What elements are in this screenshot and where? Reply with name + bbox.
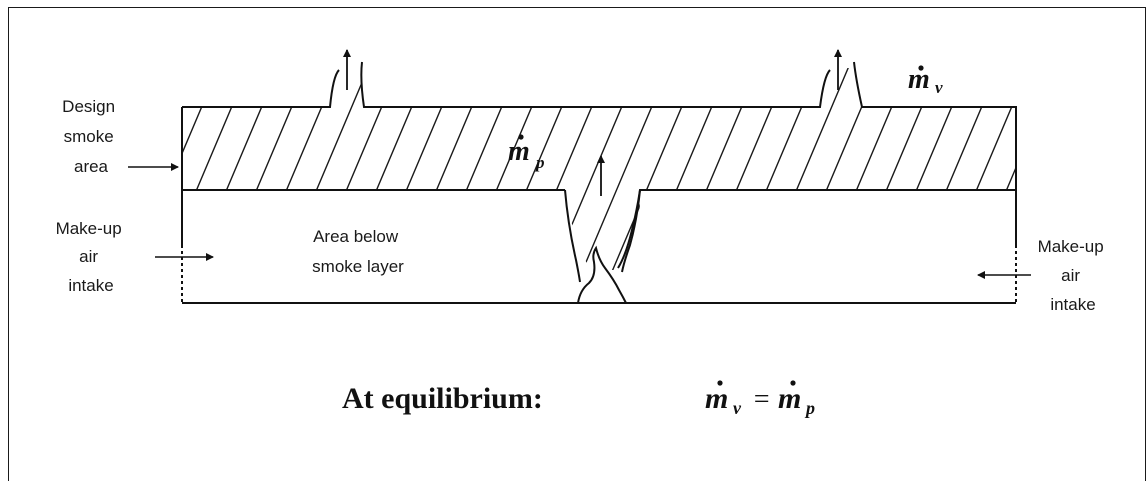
hatch-line bbox=[1080, 40, 1148, 300]
hatch-line bbox=[1050, 40, 1148, 300]
flame-icon bbox=[577, 245, 627, 304]
smoke-layer-outline bbox=[181, 61, 1017, 269]
hatch-line bbox=[629, 68, 741, 270]
hatch-line bbox=[419, 68, 531, 270]
hatch-line bbox=[689, 68, 801, 270]
svg-text:p: p bbox=[534, 153, 545, 172]
equation-formula: m v = m p bbox=[705, 380, 815, 418]
hatch-line bbox=[779, 68, 891, 270]
mdot-v-symbol: m v bbox=[908, 64, 943, 97]
hatch-line bbox=[1020, 40, 1130, 300]
figure-frame bbox=[8, 7, 1146, 481]
svg-text:v: v bbox=[935, 78, 943, 97]
smoke-layer-hatching bbox=[182, 40, 1148, 300]
svg-text:m: m bbox=[778, 382, 801, 415]
design-smoke-area-label: Design smoke area bbox=[62, 97, 120, 176]
hatch-line bbox=[1110, 40, 1148, 300]
hatch-line bbox=[539, 68, 651, 270]
hatch-line bbox=[809, 68, 921, 270]
hatch-line bbox=[182, 68, 291, 270]
svg-text:m: m bbox=[908, 64, 930, 95]
svg-text:m: m bbox=[508, 136, 530, 167]
makeup-air-right-label: Make-up air intake bbox=[1038, 237, 1109, 314]
hatch-line bbox=[182, 68, 261, 270]
hatch-line bbox=[182, 68, 231, 270]
svg-text:v: v bbox=[733, 398, 742, 418]
equation-prefix: At equilibrium: bbox=[342, 382, 543, 415]
hatch-line bbox=[749, 68, 861, 270]
mdot-p-symbol: m p bbox=[508, 134, 545, 172]
svg-text:=: = bbox=[752, 384, 771, 415]
hatch-line bbox=[509, 68, 621, 270]
makeup-air-left-label: Make-up air intake bbox=[56, 219, 127, 295]
hatch-line bbox=[479, 68, 591, 270]
svg-text:m: m bbox=[705, 382, 728, 415]
svg-text:p: p bbox=[804, 398, 815, 418]
hatch-line bbox=[599, 68, 711, 270]
hatch-line bbox=[989, 68, 1016, 270]
hatch-line bbox=[389, 68, 501, 270]
plume-left-edge bbox=[564, 189, 581, 283]
hatch-line bbox=[209, 68, 321, 270]
plume-right-edge bbox=[621, 189, 641, 273]
hatch-line bbox=[659, 68, 771, 270]
area-below-smoke-label: Area below smoke layer bbox=[312, 227, 404, 276]
hatch-line bbox=[929, 68, 1016, 270]
hatch-line bbox=[719, 68, 831, 270]
